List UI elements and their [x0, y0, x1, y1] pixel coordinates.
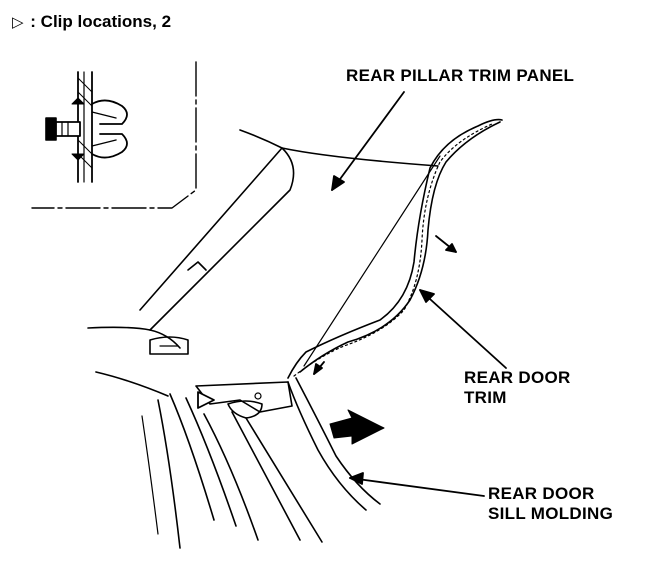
clip-legend: ▷ : Clip locations, 2 — [12, 12, 171, 32]
label-line: TRIM — [464, 387, 507, 407]
rear-door-trim-strip — [287, 118, 503, 379]
pillar-leader-line — [331, 91, 405, 191]
label-line: REAR DOOR — [464, 368, 571, 387]
label-line: REAR DOOR — [488, 484, 595, 503]
sill-leader-line — [349, 477, 485, 497]
sill-arrowhead — [349, 472, 364, 485]
clip-triangle-icon: ▷ — [12, 14, 24, 31]
label-rear-pillar-trim-panel: REAR PILLAR TRIM PANEL — [346, 66, 575, 85]
leader-arrows — [313, 91, 507, 497]
clip-detail-inset — [31, 61, 197, 209]
direction-arrow-icon — [329, 409, 385, 445]
label-rear-door-trim: REAR DOOR TRIM — [464, 368, 571, 407]
clip-legend-text: : Clip locations, 2 — [30, 12, 172, 31]
label-line: SILL MOLDING — [488, 503, 614, 523]
car-body-outline — [87, 129, 439, 549]
label-rear-door-sill-molding: REAR DOOR SILL MOLDING — [488, 484, 613, 523]
pillar-arrowhead — [331, 175, 345, 191]
door-trim-leader-line — [419, 289, 507, 369]
door-trim-arrowhead — [419, 289, 435, 303]
